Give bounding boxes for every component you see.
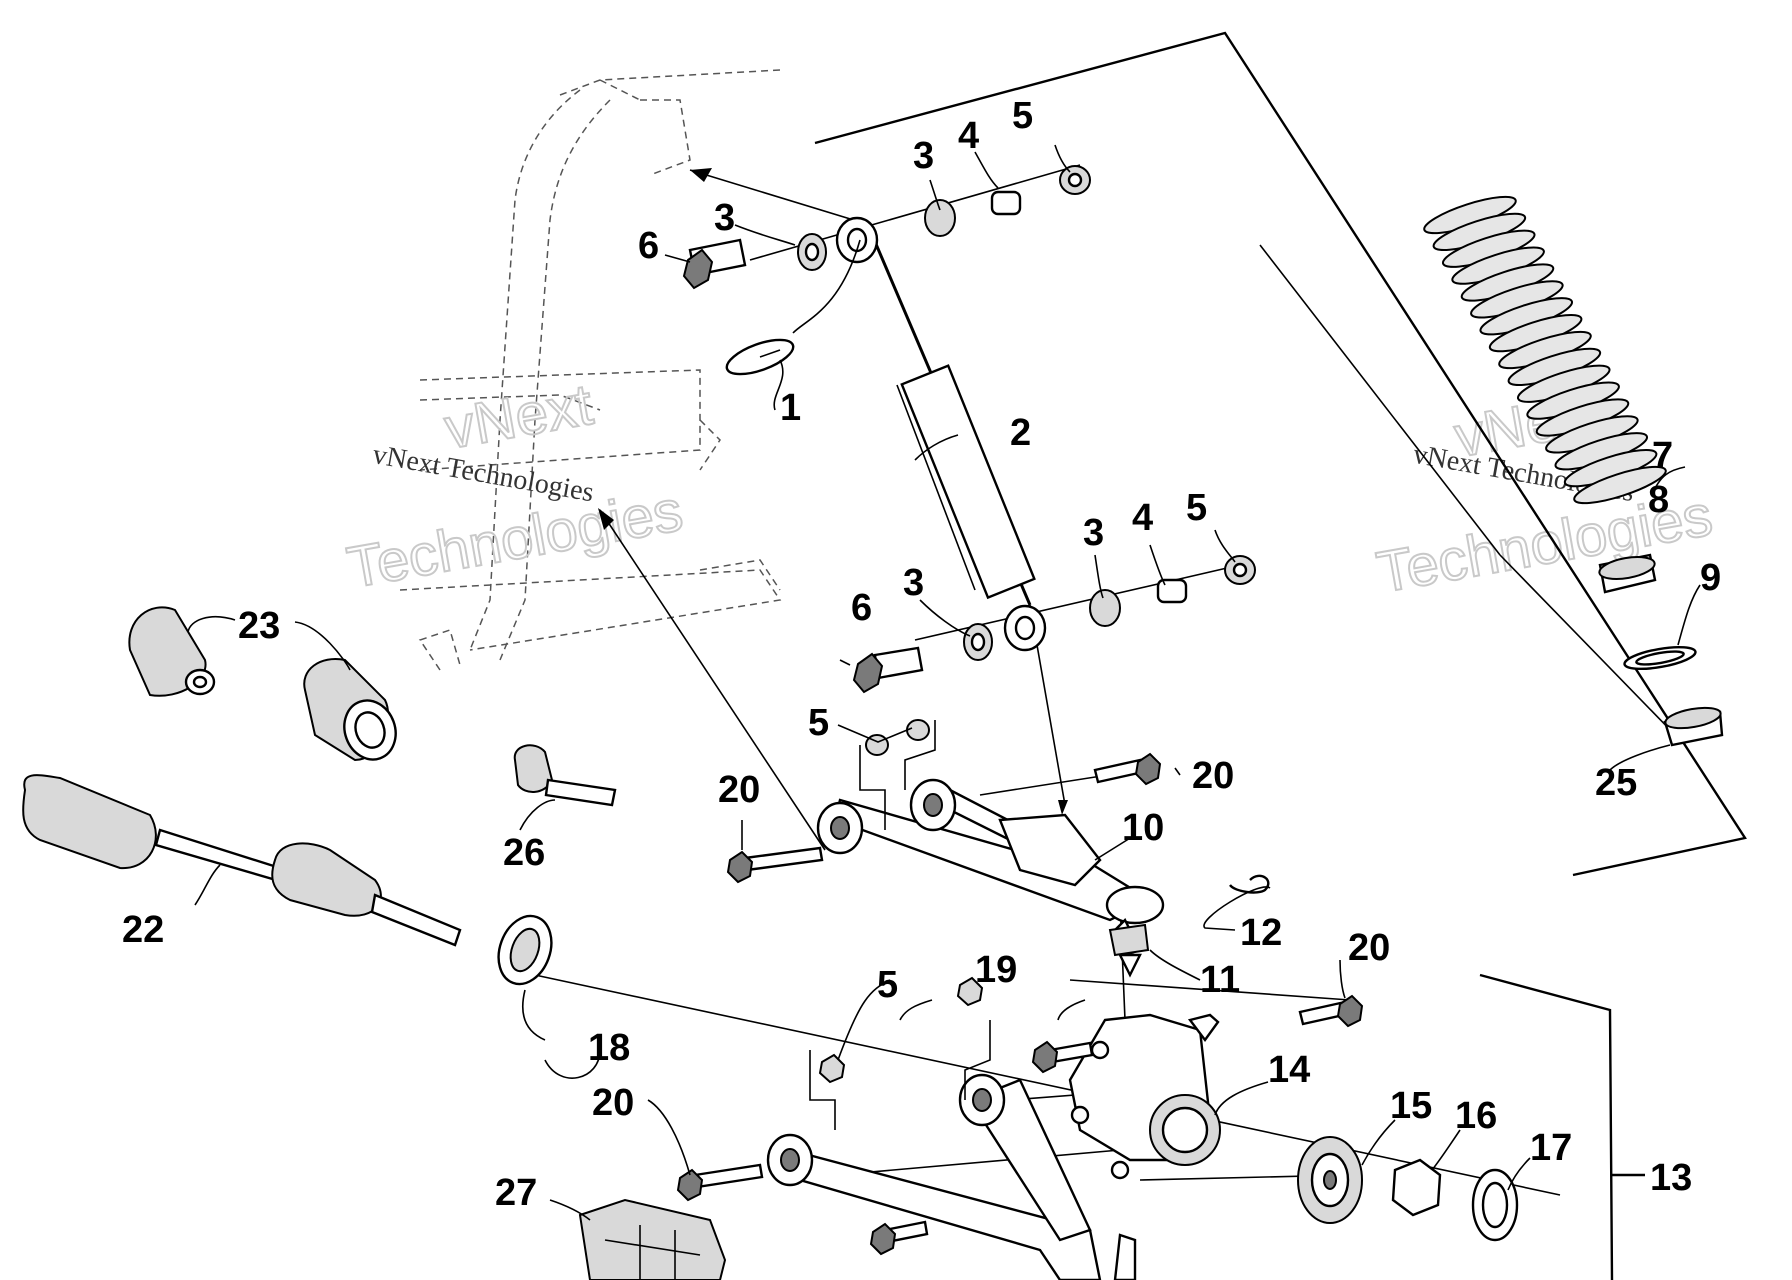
label-6: 6 bbox=[638, 225, 659, 267]
part-labels: 1 2 3 3 3 3 4 4 5 5 5 5 6 6 7 8 9 10 11 … bbox=[122, 95, 1721, 1214]
bolt-20-upper-right bbox=[1093, 752, 1162, 786]
steering-knuckle bbox=[1068, 1013, 1221, 1180]
castle-nut-16 bbox=[1391, 1158, 1442, 1217]
label-3: 3 bbox=[714, 197, 735, 239]
label-11: 11 bbox=[1200, 959, 1240, 1001]
label-20: 20 bbox=[592, 1082, 634, 1124]
ball-joint-11 bbox=[1108, 923, 1150, 978]
spring-hardware bbox=[1598, 553, 1724, 747]
label-3: 3 bbox=[913, 135, 934, 177]
label-20: 20 bbox=[718, 769, 760, 811]
skid-plate bbox=[578, 1198, 727, 1280]
label-17: 17 bbox=[1530, 1127, 1572, 1169]
arrow-head bbox=[690, 168, 712, 182]
drive-shaft bbox=[22, 774, 462, 947]
frame-outline bbox=[399, 69, 782, 671]
ball-joint bbox=[513, 744, 617, 807]
label-5: 5 bbox=[1012, 95, 1033, 137]
label-25: 25 bbox=[1595, 762, 1637, 804]
upper-a-arm bbox=[816, 778, 1165, 957]
nut-5-lower-b bbox=[818, 1053, 846, 1084]
bolt-19 bbox=[1031, 1040, 1094, 1074]
label-26: 26 bbox=[503, 832, 545, 874]
spring-group-bracket bbox=[814, 31, 1747, 877]
label-1: 1 bbox=[780, 387, 801, 429]
lower-arm-bracket bbox=[809, 1020, 991, 1130]
label-13: 13 bbox=[1650, 1157, 1692, 1199]
label-20: 20 bbox=[1348, 927, 1390, 969]
label-2: 2 bbox=[1010, 412, 1031, 454]
label-22: 22 bbox=[122, 909, 164, 951]
label-15: 15 bbox=[1390, 1085, 1432, 1127]
label-4: 4 bbox=[1132, 497, 1153, 539]
label-4: 4 bbox=[958, 115, 979, 157]
label-23: 23 bbox=[238, 605, 280, 647]
cv-boot-small bbox=[128, 606, 216, 697]
hub-group-bracket bbox=[1479, 973, 1614, 1280]
watermark-text: Technologies bbox=[343, 478, 688, 601]
arrow-head bbox=[598, 508, 614, 530]
lower-shock-hardware bbox=[852, 555, 1256, 694]
nut-5-lower bbox=[956, 976, 984, 1007]
bolt-20-lower-right bbox=[1298, 994, 1364, 1028]
label-12: 12 bbox=[1240, 912, 1282, 954]
bolt-20-upper-left bbox=[726, 846, 824, 884]
label-5: 5 bbox=[808, 702, 829, 744]
leader-lines bbox=[187, 144, 1701, 1221]
label-7: 7 bbox=[1652, 435, 1673, 477]
arrow-head bbox=[1058, 800, 1068, 815]
label-3: 3 bbox=[1083, 512, 1104, 554]
coil-spring bbox=[1423, 195, 1667, 505]
spring-coil bbox=[1573, 465, 1667, 505]
label-14: 14 bbox=[1268, 1049, 1310, 1091]
label-5: 5 bbox=[877, 964, 898, 1006]
lower-a-arm bbox=[766, 1073, 1137, 1280]
label-6: 6 bbox=[851, 587, 872, 629]
watermark-text: vNext bbox=[440, 372, 597, 462]
label-18: 18 bbox=[588, 1027, 630, 1069]
label-5: 5 bbox=[1186, 487, 1207, 529]
clip-12 bbox=[1229, 874, 1270, 894]
cv-boot-large bbox=[303, 658, 397, 762]
shock-absorber bbox=[835, 216, 1047, 652]
upper-shock-hardware bbox=[682, 165, 1091, 290]
label-10: 10 bbox=[1122, 807, 1164, 849]
label-3: 3 bbox=[903, 562, 924, 604]
label-9: 9 bbox=[1700, 557, 1721, 599]
label-8: 8 bbox=[1648, 479, 1669, 521]
label-19: 19 bbox=[975, 949, 1017, 991]
wheel-hub bbox=[1297, 1136, 1363, 1224]
label-20: 20 bbox=[1192, 755, 1234, 797]
label-27: 27 bbox=[495, 1172, 537, 1214]
label-16: 16 bbox=[1455, 1095, 1497, 1137]
bolt-lower-arm bbox=[869, 1220, 929, 1256]
bolt-20-lower-left bbox=[676, 1163, 764, 1202]
